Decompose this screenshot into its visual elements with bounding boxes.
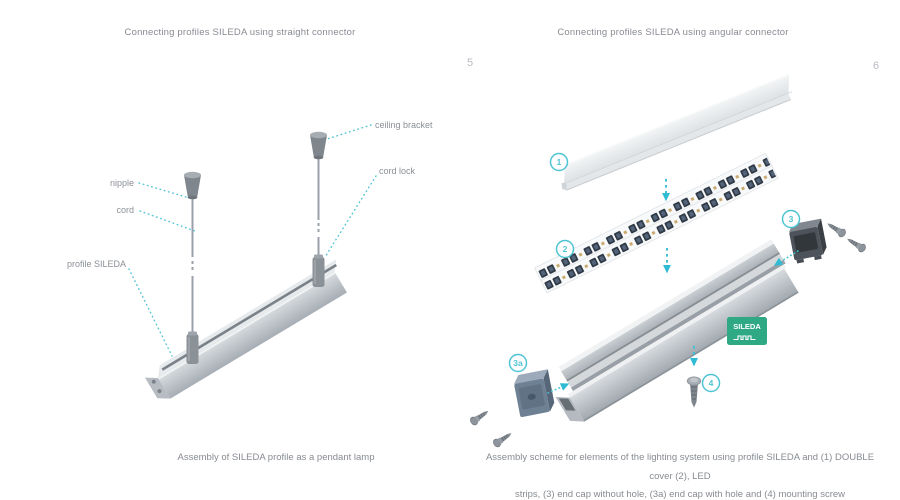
ceiling-bracket-part <box>310 131 327 160</box>
screw-icon <box>844 234 868 254</box>
right-panel-title: Connecting profiles SILEDA using angular… <box>557 27 789 38</box>
left-panel-title: Connecting profiles SILEDA using straigh… <box>124 27 356 38</box>
pendant-lamp-figure: nipple cord ceiling bracket cord lock pr… <box>67 120 433 399</box>
mounting-screw-part <box>686 376 702 408</box>
svg-text:4: 4 <box>709 378 714 388</box>
screw-icon <box>491 429 515 449</box>
svg-text:3a: 3a <box>513 358 523 368</box>
assembly-figure: SILEDA <box>468 73 868 449</box>
nipple-part <box>184 171 201 200</box>
leader-line-cord <box>139 210 196 232</box>
right-caption-line1: Assembly scheme for elements of the ligh… <box>485 452 875 482</box>
cover-part <box>561 73 793 191</box>
leader-line-cord-lock <box>324 175 377 258</box>
page-number-left: 5 <box>466 57 474 69</box>
label-cord: cord <box>116 205 134 215</box>
callout-end-cap-with-hole: 3a <box>508 353 528 373</box>
sileda-badge-background <box>727 317 767 345</box>
callout-mounting-screw: 4 <box>701 373 721 393</box>
end-cap-with-hole-part <box>514 369 555 418</box>
cord-lock-part-right <box>312 254 325 287</box>
leader-line-profile <box>128 268 173 357</box>
callout-end-cap: 3 <box>781 209 801 229</box>
assembly-arrow-endcap-icon <box>773 250 799 266</box>
assembly-arrow-endcap-hole-icon <box>547 383 570 394</box>
left-panel-caption: Assembly of SILEDA profile as a pendant … <box>177 452 375 463</box>
label-cord-lock: cord lock <box>379 166 416 176</box>
svg-text:3: 3 <box>789 214 794 224</box>
page-number-right: 6 <box>872 60 880 72</box>
cord-lock-part-left <box>186 331 199 364</box>
profile-channel-part <box>555 239 799 422</box>
label-ceiling-bracket: ceiling bracket <box>375 120 433 130</box>
svg-text:2: 2 <box>563 244 568 254</box>
profile-bar-part <box>144 259 347 399</box>
right-panel-caption: Assembly scheme for elements of the ligh… <box>480 449 880 500</box>
right-caption-line2: strips, (3) end cap without hole, (3a) e… <box>514 489 846 500</box>
sileda-badge-text: SILEDA <box>733 322 761 331</box>
sileda-badge: SILEDA <box>727 317 767 345</box>
led-strip-part <box>534 152 779 294</box>
leader-line-ceiling-bracket <box>326 124 372 140</box>
leader-line-nipple <box>138 182 187 198</box>
screw-icon <box>824 219 848 239</box>
svg-text:1: 1 <box>557 157 562 167</box>
screw-icon <box>468 407 492 427</box>
label-nipple: nipple <box>110 178 134 188</box>
callout-led-strip: 2 <box>555 239 575 259</box>
label-profile-sileda: profile SILEDA <box>67 259 126 269</box>
callout-cover: 1 <box>549 152 569 172</box>
profile-cross-section-icon <box>733 335 756 341</box>
